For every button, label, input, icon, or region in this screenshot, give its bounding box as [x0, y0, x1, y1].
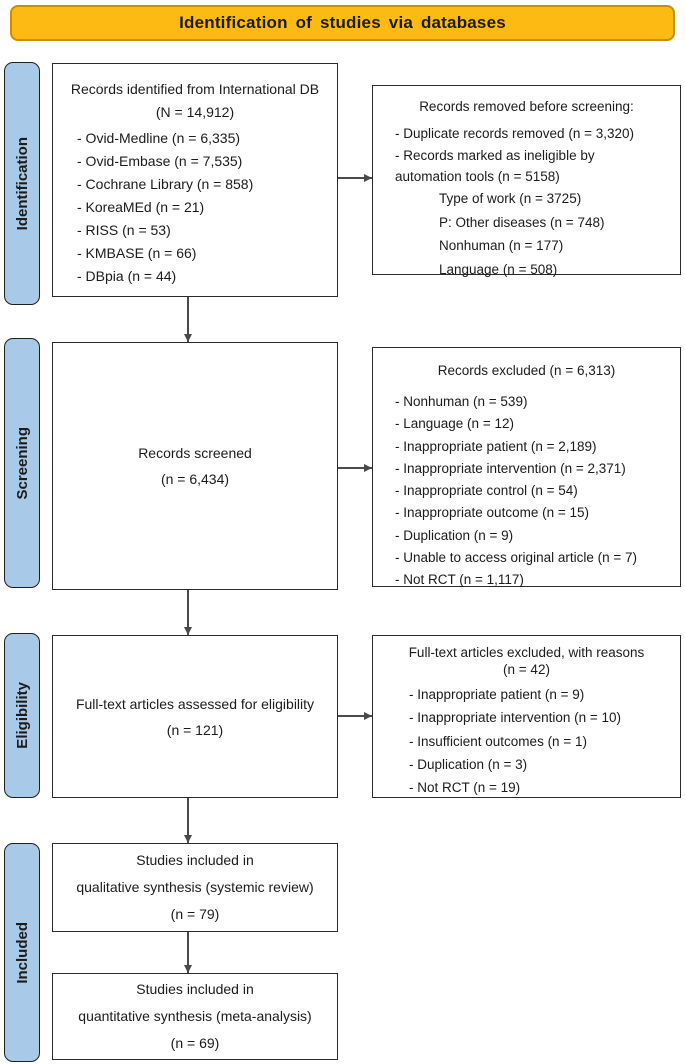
fulltext-excluded-item: - Duplication (n = 3) [409, 756, 528, 772]
db-source-item: - Cochrane Library (n = 858) [77, 176, 254, 192]
records-excluded-title: Records excluded (n = 6,313) [437, 363, 616, 378]
records-removed-title: Records removed before screening: [419, 99, 634, 114]
records-excluded-item: - Unable to access original article (n =… [395, 550, 637, 566]
fulltext-excluded-item: - Inappropriate patient (n = 9) [409, 687, 585, 702]
banner-title: Identification of studies via databases [179, 13, 506, 32]
fulltext-assessed-line1: Full-text articles assessed for eligibil… [75, 695, 315, 712]
db-source-item: - Ovid-Embase (n = 7,535) [77, 153, 243, 169]
stage-eligibility-label: Eligibility [13, 682, 31, 749]
records-removed-list: - Duplicate records removed (n = 3,320) … [381, 123, 672, 187]
fulltext-excluded-item: - Insufficient outcomes (n = 1) [409, 733, 587, 749]
records-excluded-list: - Nonhuman (n = 539) - Language (n = 12)… [381, 391, 672, 591]
records-screened-line2: (n = 6,434) [160, 471, 230, 487]
records-excluded-item: - Duplication (n = 9) [395, 527, 514, 543]
quantitative-line2: quantitative synthesis (meta-analysis) [78, 1008, 312, 1024]
arrow-screened-to-excluded [338, 467, 372, 469]
fulltext-excluded-list: - Inappropriate patient (n = 9) - Inappr… [381, 684, 672, 799]
banner: Identification of studies via databases [10, 5, 675, 41]
stage-included-label: Included [13, 921, 31, 984]
records-excluded-item: - Inappropriate control (n = 54) [395, 483, 578, 499]
records-removed-item: - Records marked as ineligible by automa… [395, 148, 595, 184]
records-screened-line1: Records screened [138, 445, 252, 461]
arrow-identified-to-removed [338, 177, 372, 179]
box-records-screened: Records screened (n = 6,434) [52, 342, 338, 590]
automation-reason-item: Nonhuman (n = 177) [439, 238, 564, 253]
fulltext-excluded-subtitle: (n = 42) [503, 662, 550, 677]
records-excluded-item: - Not RCT (n = 1,117) [395, 572, 524, 588]
qualitative-line1: Studies included in [136, 852, 254, 868]
automation-reason-list: Type of work (n = 3725) P: Other disease… [381, 188, 672, 281]
records-excluded-item: - Inappropriate patient (n = 2,189) [395, 438, 597, 454]
arrow-fulltext-to-qualitative [187, 798, 189, 843]
arrow-screened-to-fulltext [187, 590, 189, 635]
records-excluded-item: - Nonhuman (n = 539) [395, 394, 528, 409]
db-source-item: - Ovid-Medline (n = 6,335) [77, 130, 241, 146]
box-qualitative-synthesis: Studies included in qualitative synthesi… [52, 843, 338, 932]
stage-screening-label: Screening [13, 426, 31, 500]
db-source-item: - KMBASE (n = 66) [77, 245, 197, 261]
fulltext-excluded-title: Full-text articles excluded, with reason… [408, 645, 645, 660]
quantitative-line1: Studies included in [136, 981, 254, 997]
box-records-identified: Records identified from International DB… [52, 63, 338, 297]
qualitative-line3: (n = 79) [170, 906, 220, 922]
arrow-identified-to-screened [187, 297, 189, 342]
automation-reason-item: Type of work (n = 3725) [439, 191, 582, 206]
arrow-fulltext-to-excluded [338, 715, 372, 717]
records-identified-total: (N = 14,912) [155, 104, 235, 120]
fulltext-assessed-line2: (n = 121) [166, 721, 224, 738]
records-excluded-item: - Inappropriate intervention (n = 2,371) [395, 460, 626, 476]
records-excluded-item: - Language (n = 12) [395, 416, 514, 432]
records-excluded-item: - Inappropriate outcome (n = 15) [395, 505, 589, 521]
db-source-item: - RISS (n = 53) [77, 222, 171, 238]
box-fulltext-assessed: Full-text articles assessed for eligibil… [52, 635, 338, 798]
stage-eligibility: Eligibility [4, 633, 40, 798]
stage-identification-label: Identification [13, 136, 31, 231]
stage-included: Included [4, 843, 40, 1062]
db-source-item: - KoreaMEd (n = 21) [77, 199, 205, 215]
fulltext-excluded-item: - Inappropriate intervention (n = 10) [409, 710, 621, 726]
records-identified-title: Records identified from International DB [70, 81, 320, 97]
stage-screening: Screening [4, 338, 40, 588]
box-quantitative-synthesis: Studies included in quantitative synthes… [52, 973, 338, 1060]
qualitative-line2: qualitative synthesis (systemic review) [76, 879, 314, 895]
db-source-item: - DBpia (n = 44) [77, 268, 177, 284]
fulltext-excluded-item: - Not RCT (n = 19) [409, 780, 521, 796]
records-removed-item: - Duplicate records removed (n = 3,320) [395, 126, 634, 141]
box-fulltext-excluded: Full-text articles excluded, with reason… [372, 635, 681, 798]
stage-identification: Identification [4, 62, 40, 305]
quantitative-line3: (n = 69) [170, 1035, 220, 1051]
db-source-list: - Ovid-Medline (n = 6,335) - Ovid-Embase… [59, 127, 331, 288]
box-records-removed: Records removed before screening: - Dupl… [372, 85, 681, 277]
automation-reason-item: Language (n = 508) [439, 261, 558, 277]
box-records-excluded: Records excluded (n = 6,313) - Nonhuman … [372, 347, 681, 587]
arrow-qualitative-to-quantitative [187, 932, 189, 973]
automation-reason-item: P: Other diseases (n = 748) [439, 214, 605, 230]
